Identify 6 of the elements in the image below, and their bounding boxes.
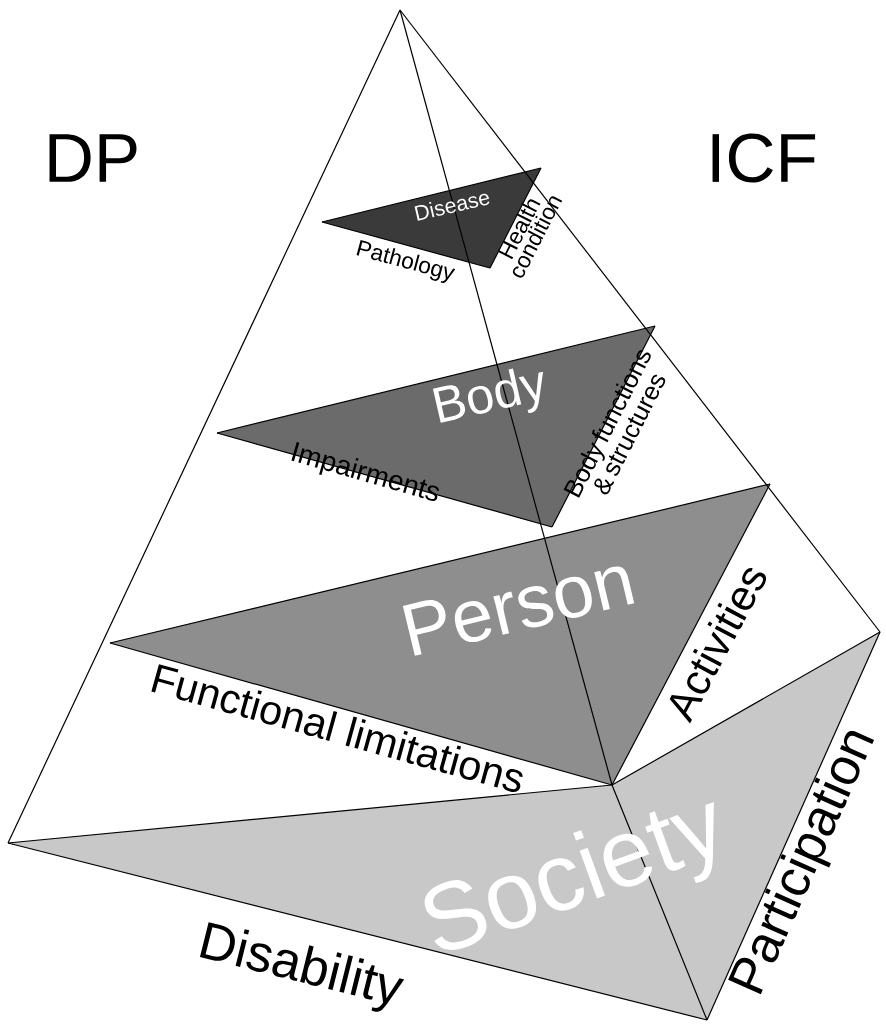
layer-label: Person <box>402 566 635 656</box>
model-label: DP <box>49 134 137 182</box>
layer-label: Body <box>432 368 544 423</box>
layer-label: Society <box>424 801 714 950</box>
layer-label: Disease <box>414 193 490 221</box>
model-label: ICF <box>712 133 816 183</box>
